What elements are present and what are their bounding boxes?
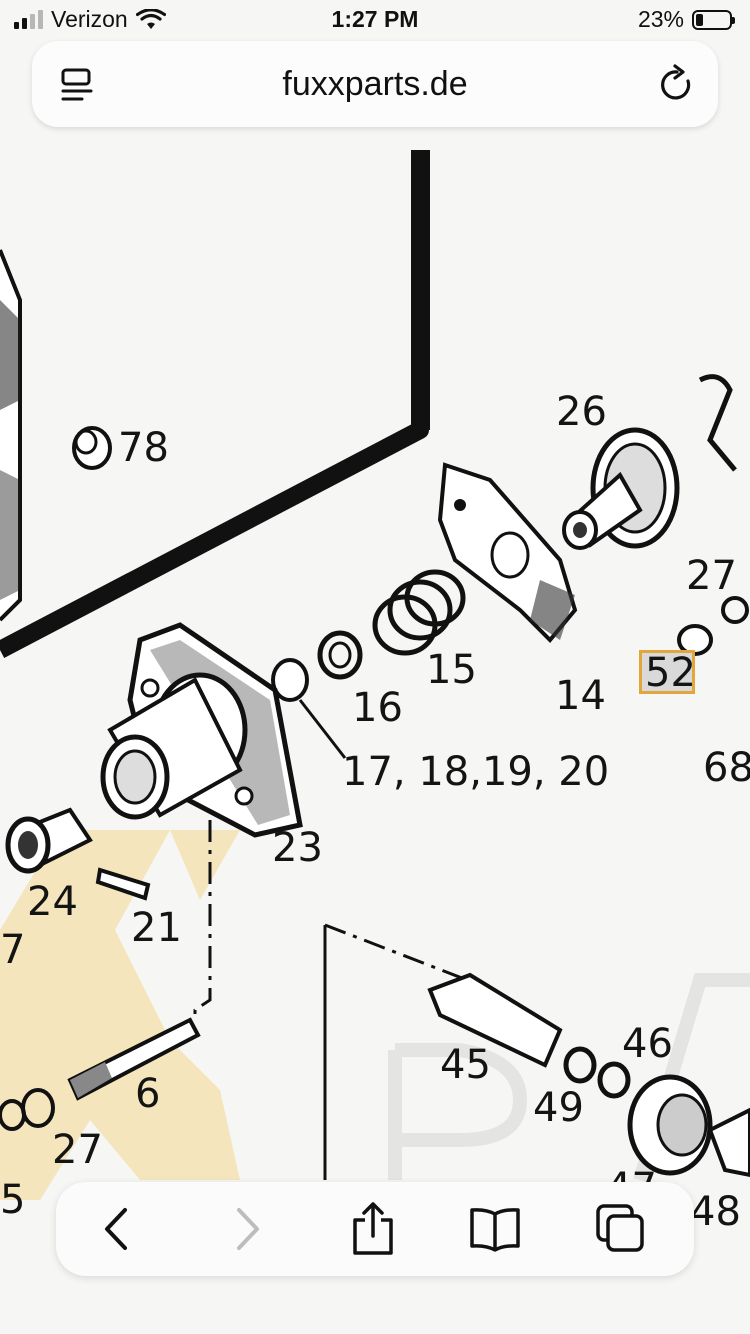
address-bar[interactable]: fuxxparts.de <box>32 41 718 127</box>
signal-icon <box>14 9 43 29</box>
battery-percent: 23% <box>637 6 684 32</box>
clock: 1:27 PM <box>331 6 419 32</box>
back-icon[interactable] <box>90 1202 144 1256</box>
url-domain[interactable]: fuxxparts.de <box>282 65 468 103</box>
part-label-48: 48 <box>690 1189 741 1235</box>
part-label-78: 78 <box>118 425 169 471</box>
forward-icon[interactable] <box>220 1202 274 1256</box>
part-label-45: 45 <box>440 1042 491 1088</box>
part-label-68: 68 <box>703 745 750 791</box>
reader-view-icon[interactable] <box>60 67 94 103</box>
tabs-icon[interactable] <box>594 1202 648 1256</box>
part-label-15: 15 <box>426 647 477 693</box>
part-label-7: 7 <box>0 927 26 973</box>
part-label-27-bottom: 27 <box>52 1127 103 1173</box>
reload-icon[interactable] <box>658 63 696 105</box>
part-label-16: 16 <box>352 685 403 731</box>
carrier-info: Verizon <box>14 6 166 33</box>
part-label-26: 26 <box>556 389 607 435</box>
status-bar: Verizon 1:27 PM 23% <box>0 0 750 40</box>
part-label-21: 21 <box>131 905 182 951</box>
part-label-14: 14 <box>555 673 606 719</box>
battery-status: 23% <box>637 6 735 33</box>
part-label-17-20: 17, 18,19, 20 <box>342 749 610 795</box>
part-label-5: 5 <box>0 1177 26 1223</box>
battery-icon <box>692 9 735 30</box>
browser-toolbar <box>56 1182 694 1276</box>
part-label-24: 24 <box>27 879 78 925</box>
carrier-name: Verizon <box>51 6 128 32</box>
wifi-icon <box>135 8 166 29</box>
share-icon[interactable] <box>346 1202 400 1256</box>
part-label-46: 46 <box>622 1021 673 1067</box>
part-label-52[interactable]: 52 <box>645 650 696 696</box>
bookmarks-icon[interactable] <box>468 1202 522 1256</box>
part-label-6: 6 <box>135 1071 161 1117</box>
highlighted-part-marker <box>639 650 695 694</box>
part-label-27-top: 27 <box>686 553 737 599</box>
part-label-49: 49 <box>533 1085 584 1131</box>
part-label-23: 23 <box>272 825 323 871</box>
